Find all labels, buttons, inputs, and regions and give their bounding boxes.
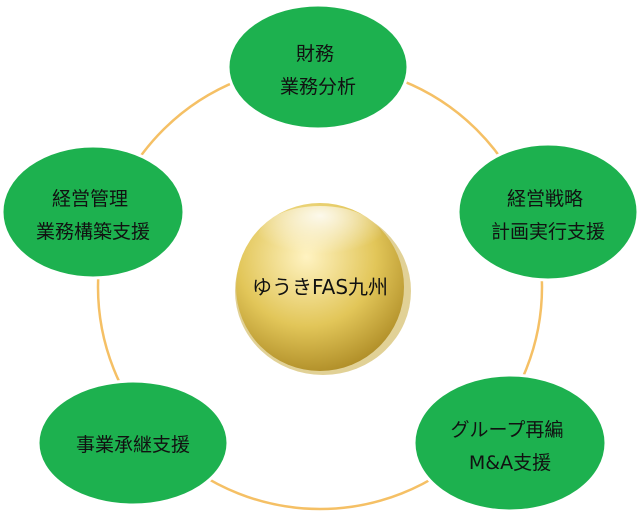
node-finance: 財務 業務分析 <box>226 3 410 131</box>
node-management-line-2: 業務構築支援 <box>36 221 150 243</box>
svg-text:事業承継支援: 事業承継支援 <box>76 434 190 456</box>
node-management-line-1: 経営管理 <box>52 188 128 210</box>
node-strategy-line-1: 経営戦略 <box>507 188 583 210</box>
node-finance-line-2: 業務分析 <box>280 76 356 98</box>
svg-text:経営戦略 計画実行支援: 経営戦略 計画実行支援 <box>491 188 605 243</box>
node-strategy-line-2: 計画実行支援 <box>491 221 605 243</box>
node-management: 経営管理 業務構築支援 <box>0 144 186 280</box>
svg-text:財務 業務分析: 財務 業務分析 <box>280 43 356 98</box>
node-succession-line-1: 事業承継支援 <box>76 434 190 456</box>
node-group-line-2: M&A支援 <box>469 452 551 474</box>
svg-text:グループ再編 M&A支援: グループ再編 M&A支援 <box>451 419 570 474</box>
node-strategy: 経営戦略 計画実行支援 <box>456 142 640 282</box>
svg-text:経営管理 業務構築支援: 経営管理 業務構築支援 <box>36 188 150 243</box>
node-group-line-1: グループ再編 <box>451 419 564 441</box>
node-finance-line-1: 財務 <box>296 43 334 65</box>
center-label: ゆうきFAS九州 <box>252 275 388 299</box>
node-succession: 事業承継支援 <box>36 379 230 507</box>
center-hub: ゆうきFAS九州 <box>235 203 411 375</box>
node-group-restructuring: グループ再編 M&A支援 <box>412 373 608 513</box>
